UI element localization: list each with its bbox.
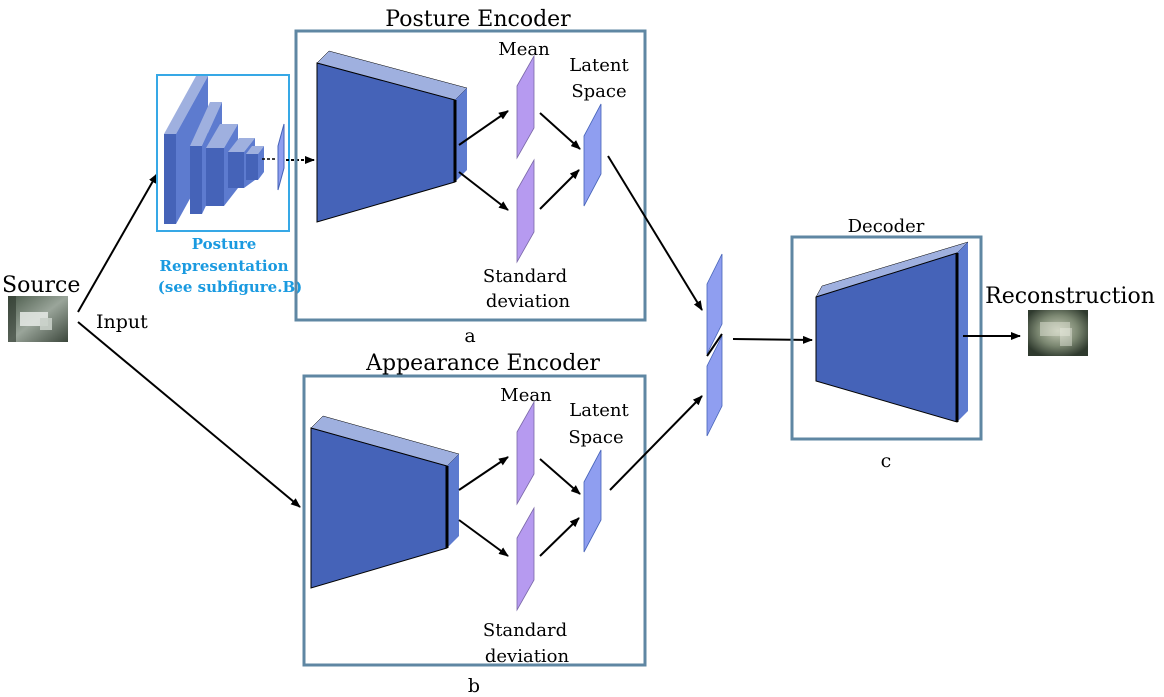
arrow-appearance-to-std <box>458 519 509 557</box>
appearance-latent-label-1: Latent <box>569 400 629 421</box>
arrow-input-to-appearance <box>77 321 301 508</box>
appearance-std-vector <box>516 506 535 612</box>
arrow-appearance-std-to-latent <box>539 517 580 557</box>
arrow-appearance-to-mean <box>458 456 509 491</box>
posture-mean-label: Mean <box>498 39 550 60</box>
decoder-title: Decoder <box>848 216 925 237</box>
concatenated-latent-vector <box>706 253 723 437</box>
arrow-concat-to-decoder <box>732 335 813 344</box>
source-image <box>8 296 68 342</box>
appearance-std-label-1: Standard <box>483 620 567 641</box>
input-label: Input <box>96 311 148 333</box>
arrow-posture-mean-to-latent <box>539 112 581 150</box>
appearance-encoder-block <box>310 415 460 589</box>
posture-mean-vector <box>516 54 535 160</box>
posture-encoder-title: Posture Encoder <box>385 7 571 32</box>
arrow-posture-latent-to-concat <box>607 155 703 311</box>
appearance-latent-vector <box>583 449 602 553</box>
source-label: Source <box>2 273 80 298</box>
posture-std-vector <box>516 158 535 264</box>
decoder-block <box>815 241 969 423</box>
arrow-appearance-latent-to-concat <box>609 395 703 491</box>
posture-representation-label-3: (see subfigure.B) <box>158 278 302 296</box>
decoder-box <box>790 235 983 441</box>
posture-latent-label-1: Latent <box>569 55 629 76</box>
posture-latent-label-2: Space <box>571 81 626 102</box>
appearance-encoder-caption: b <box>468 675 480 697</box>
decoder-caption: c <box>881 450 892 472</box>
appearance-std-label-2: deviation <box>485 646 570 667</box>
reconstruction-image <box>1028 310 1088 356</box>
appearance-encoder-title: Appearance Encoder <box>365 351 600 376</box>
posture-std-label-2: deviation <box>486 291 571 312</box>
reconstruction-label: Reconstruction <box>985 284 1155 309</box>
posture-encoder-block <box>316 50 468 223</box>
posture-encoder-caption: a <box>464 325 475 347</box>
arrow-appearance-mean-to-latent <box>539 458 581 495</box>
arrow-posture-to-std <box>458 171 509 211</box>
posture-representation-cnn <box>164 76 285 224</box>
posture-encoder-box <box>294 29 647 322</box>
appearance-encoder-box <box>302 374 647 667</box>
arrow-posture-to-mean <box>458 110 509 146</box>
appearance-mean-label: Mean <box>500 385 552 406</box>
posture-latent-vector <box>583 103 602 207</box>
posture-representation-label-2: Representation <box>159 257 288 275</box>
posture-representation-box <box>156 74 290 232</box>
arrow-input-to-posture <box>77 173 158 313</box>
posture-std-label-1: Standard <box>483 266 567 287</box>
posture-representation-label-1: Posture <box>192 235 257 253</box>
arrow-posture-std-to-latent <box>539 169 580 210</box>
appearance-mean-vector <box>516 400 535 506</box>
appearance-latent-label-2: Space <box>568 427 623 448</box>
